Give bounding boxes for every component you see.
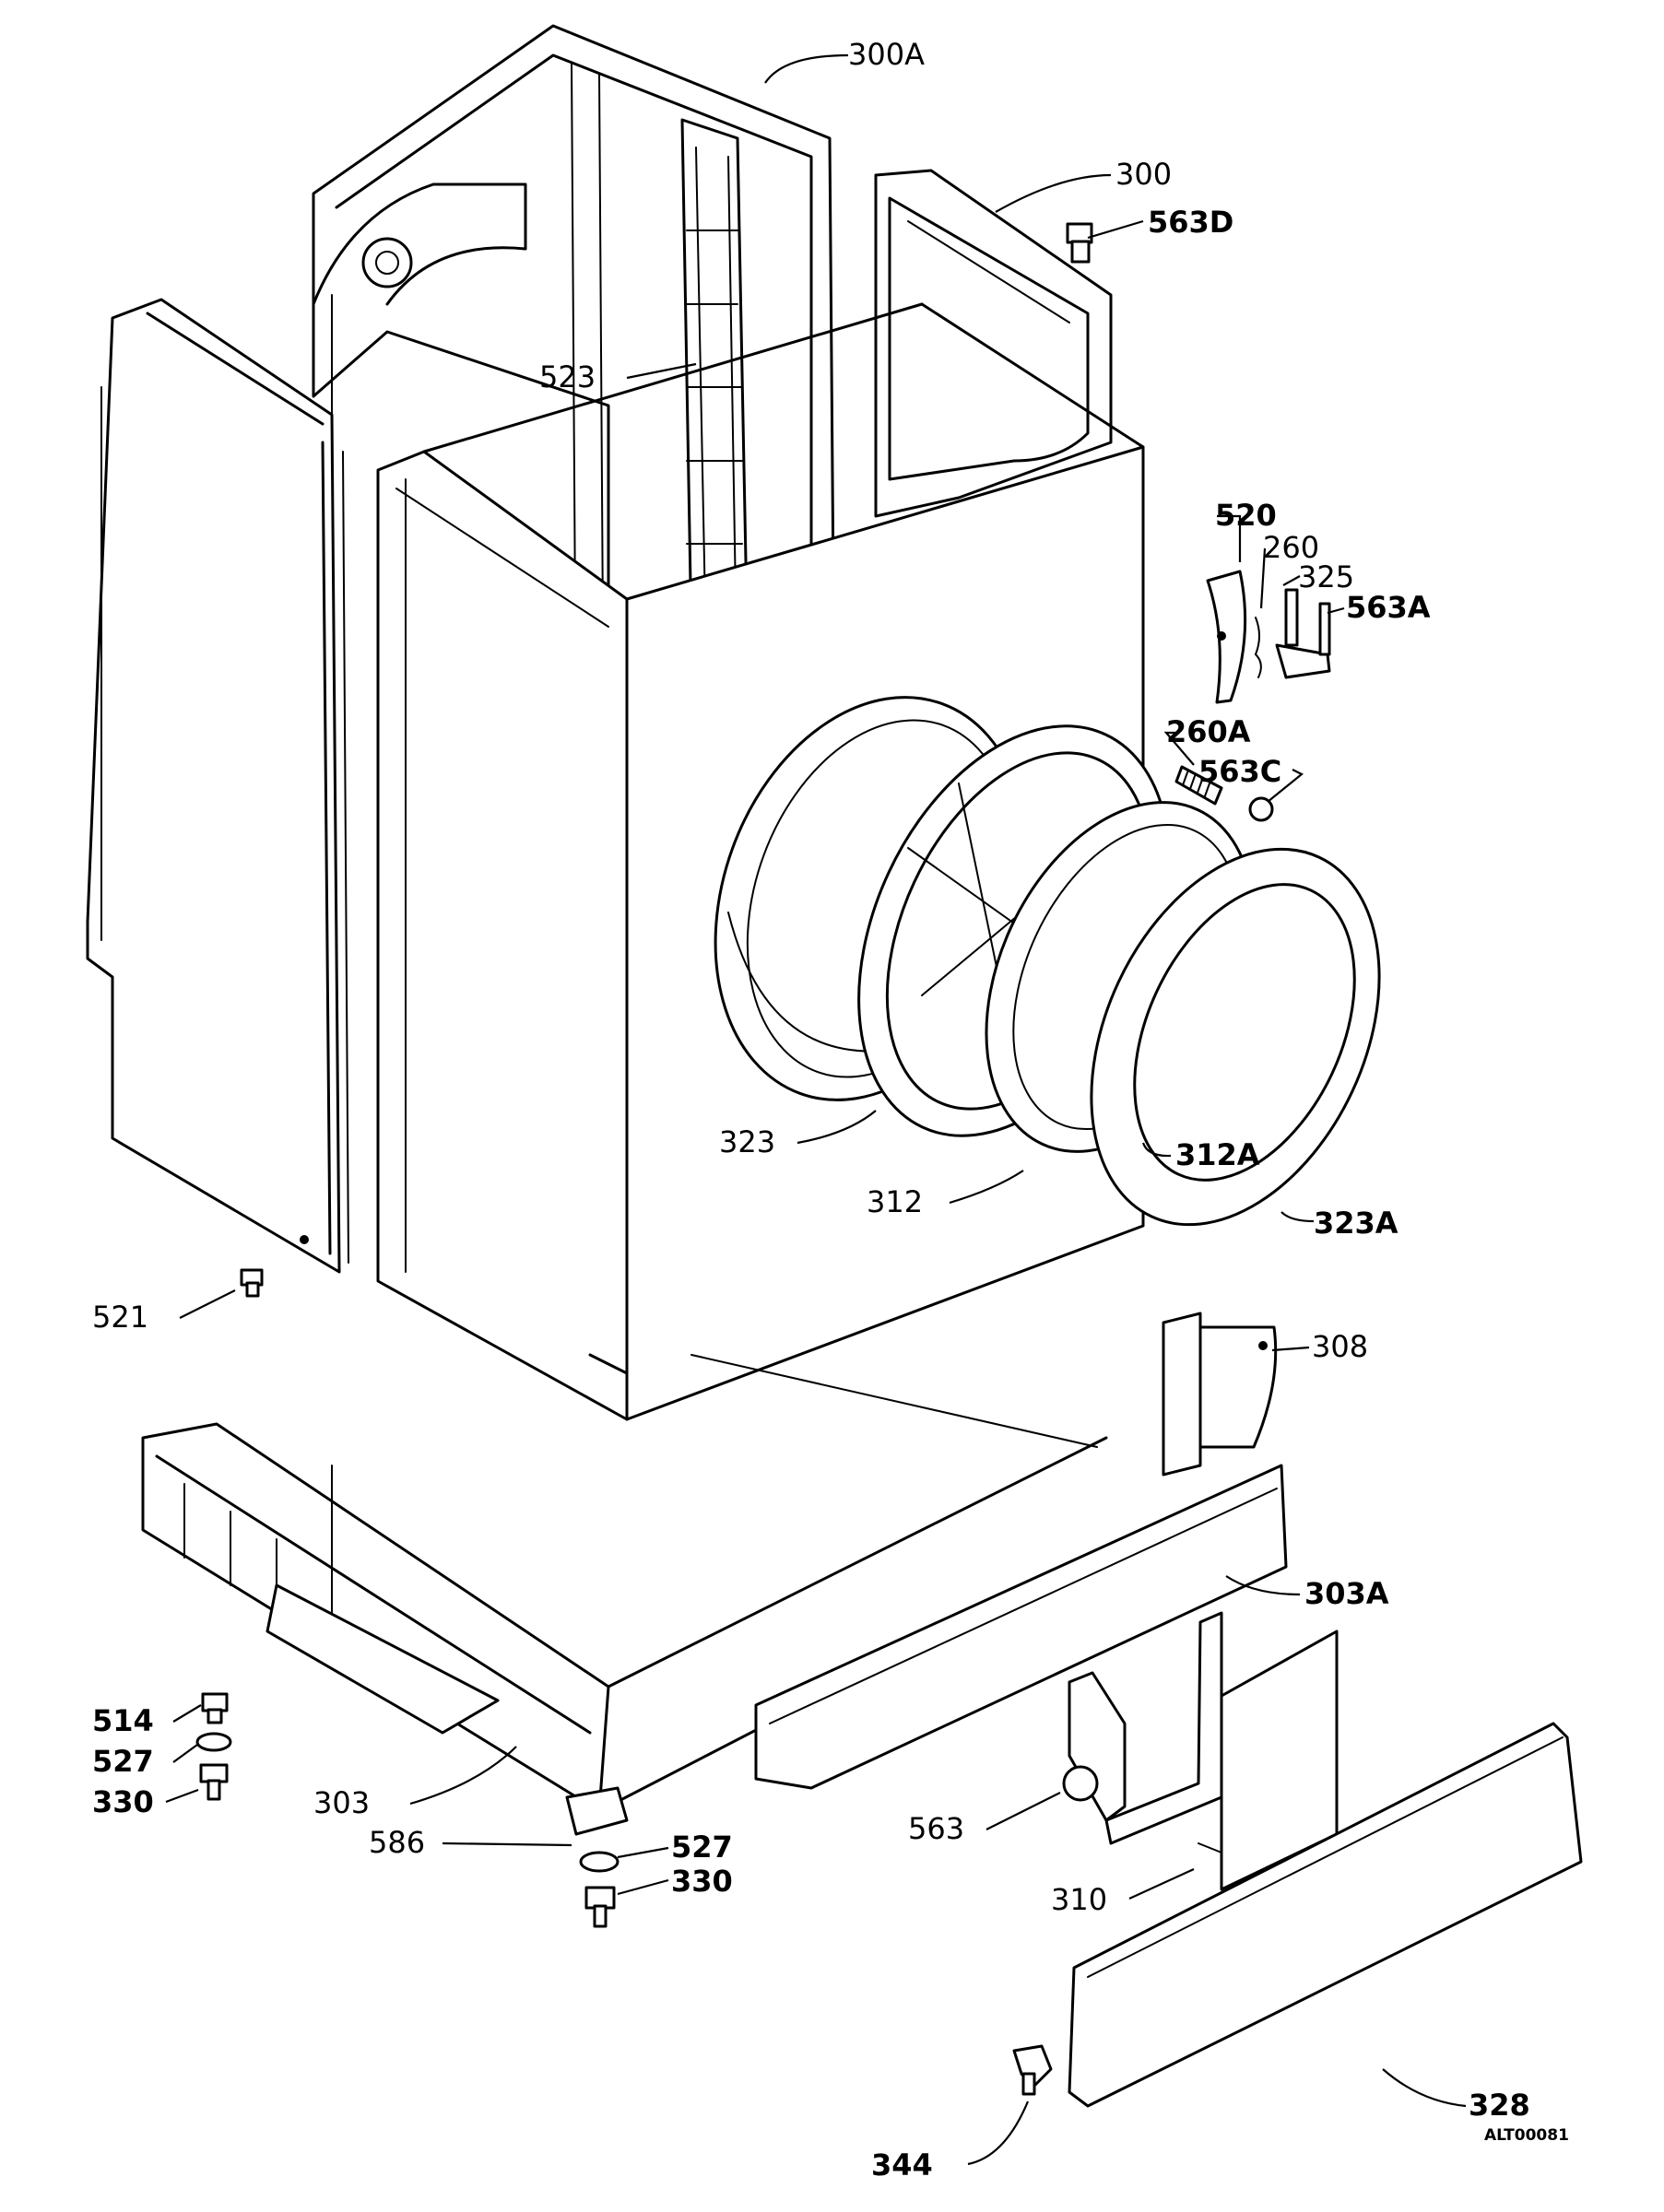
part-325-lever <box>1275 588 1331 679</box>
part-523-rear-duct <box>680 118 749 638</box>
drawing-code: ALT00081 <box>1484 2126 1569 2145</box>
part-521-screw <box>240 1268 264 1298</box>
callout-260a: 260A <box>1166 714 1251 749</box>
callout-523: 523 <box>539 359 596 394</box>
callout-310: 310 <box>1051 1882 1107 1917</box>
part-330-foot-left <box>199 1763 229 1801</box>
callout-563: 563 <box>908 1811 964 1846</box>
callout-563c: 563C <box>1198 754 1281 789</box>
callout-308: 308 <box>1312 1329 1368 1364</box>
part-left-side-panel <box>86 298 349 1274</box>
callout-520: 520 <box>1215 498 1277 533</box>
callout-323: 323 <box>719 1124 775 1159</box>
leader-lines <box>165 53 1467 2166</box>
callout-344: 344 <box>871 2147 933 2183</box>
callout-527a: 527 <box>92 1744 154 1779</box>
callout-303: 303 <box>313 1785 370 1820</box>
callout-312: 312 <box>867 1184 923 1219</box>
callout-521: 521 <box>92 1300 148 1335</box>
callout-527b: 527 <box>671 1830 733 1865</box>
part-527-washer-right <box>579 1851 620 1873</box>
callout-300: 300 <box>1115 157 1172 192</box>
part-260A-spring <box>1174 765 1223 806</box>
callout-300a: 300A <box>848 37 925 72</box>
callout-323a: 323A <box>1314 1206 1398 1241</box>
callout-563a: 563A <box>1346 590 1431 625</box>
part-563C-cap <box>1248 796 1274 822</box>
part-520-door-hinge <box>1206 570 1247 704</box>
part-300-right-frame <box>874 169 1113 518</box>
callout-303a: 303A <box>1304 1576 1389 1611</box>
part-527-washer-left <box>195 1732 232 1752</box>
callout-330b: 330 <box>671 1864 733 1899</box>
part-563-latch <box>1062 1611 1223 1845</box>
part-344-clip <box>1012 2044 1053 2096</box>
part-563A-pin <box>1318 602 1331 656</box>
callout-260: 260 <box>1263 530 1319 565</box>
part-308-hinge-bracket <box>1162 1312 1278 1477</box>
callout-328: 328 <box>1469 2088 1530 2123</box>
callout-586: 586 <box>369 1825 425 1860</box>
part-563D-clip <box>1066 222 1093 264</box>
part-330-foot-right <box>584 1886 616 1928</box>
part-303-base-frame <box>141 1354 1145 1813</box>
callout-312a: 312A <box>1175 1137 1260 1172</box>
part-586-foot-bracket <box>565 1786 629 1836</box>
callout-325: 325 <box>1298 559 1354 594</box>
callout-563d: 563D <box>1148 205 1233 240</box>
callout-330a: 330 <box>92 1784 154 1819</box>
part-328-kick-panel <box>1068 1722 1583 2108</box>
callout-514: 514 <box>92 1703 154 1738</box>
part-514-screw <box>201 1692 229 1724</box>
part-260-spring <box>1255 617 1262 678</box>
part-323A-door-ring <box>1090 847 1381 1227</box>
part-303A-front-rail <box>754 1464 1288 1790</box>
